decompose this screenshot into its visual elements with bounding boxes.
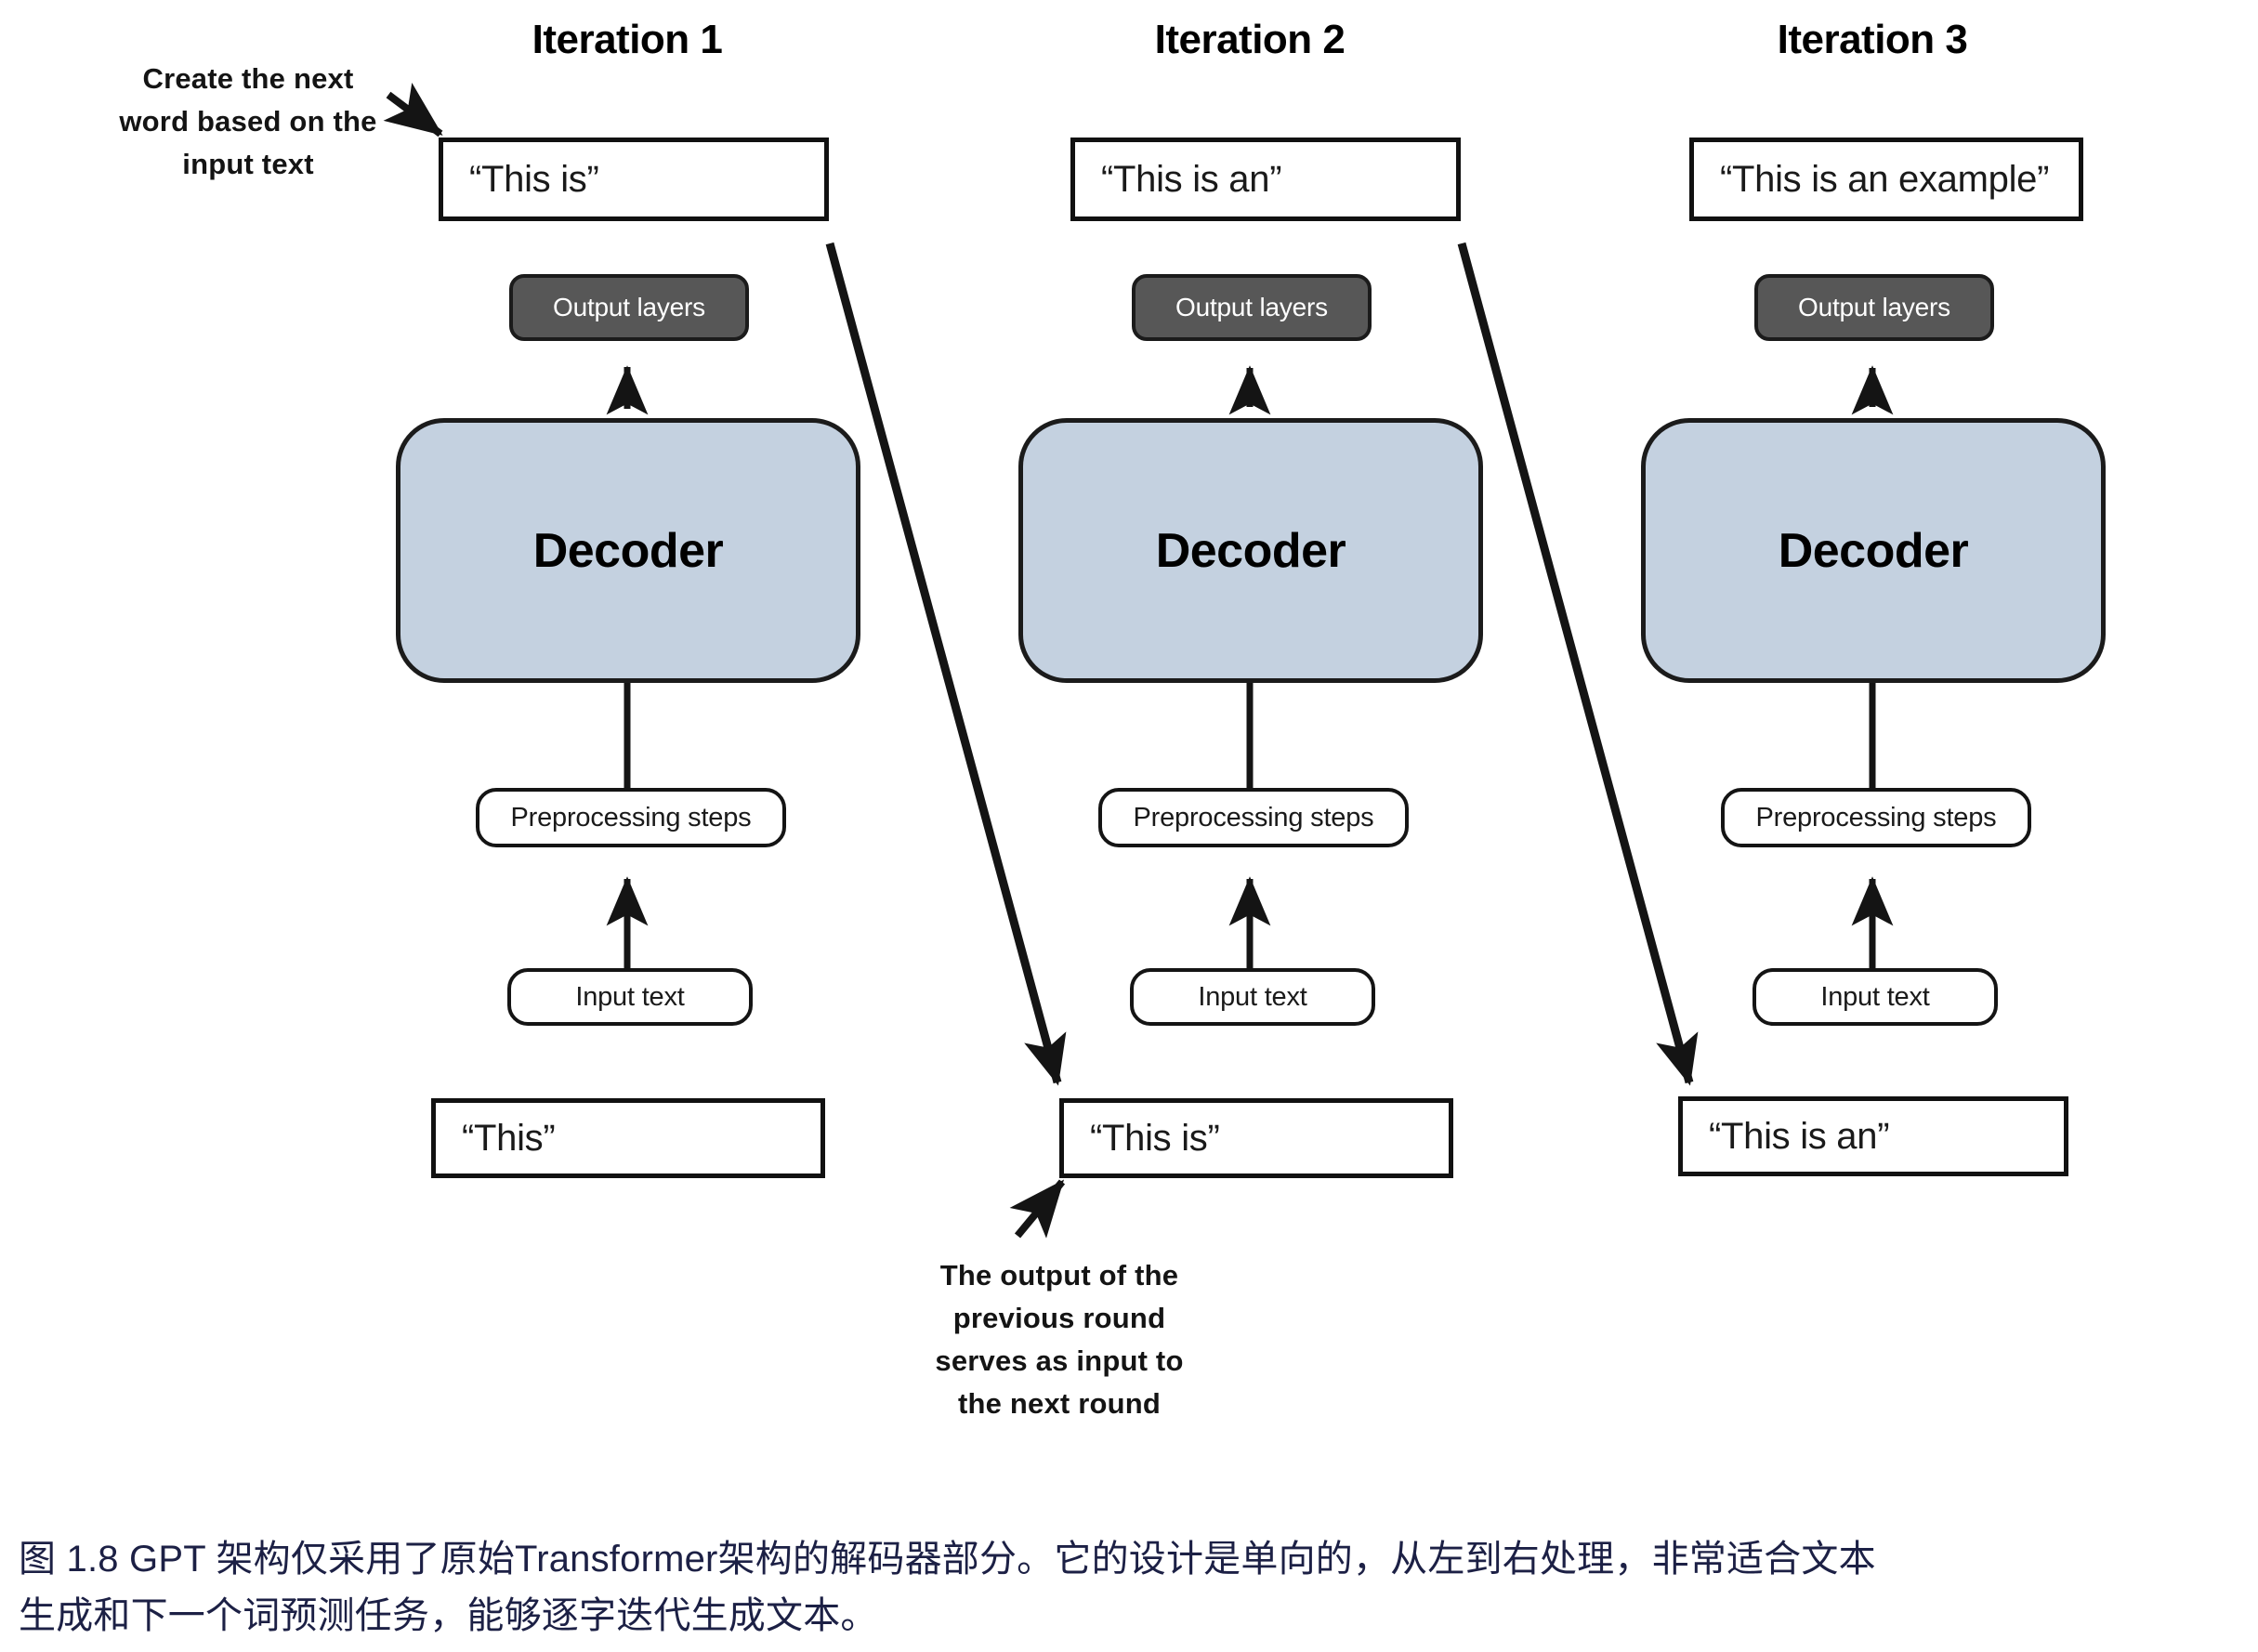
annotation-line: word based on the [119,104,377,138]
input-value-box-iteration-3: “This is an” [1678,1096,2068,1176]
output-text-value: “This is” [469,158,599,200]
input-text-box-iteration-3: Input text [1753,968,1998,1026]
output-layers-box-iteration-2: Output layers [1132,274,1372,341]
output-text-box-iteration-2: “This is an” [1070,138,1461,221]
preprocessing-steps-box-iteration-2: Preprocessing steps [1098,788,1409,847]
input-text-label: Input text [1820,981,1930,1012]
output-text-value: “This is an” [1101,158,1282,200]
annotation-create-next-word: Create the next word based on the input … [113,58,383,186]
input-text-box-iteration-2: Input text [1130,968,1375,1026]
preprocessing-steps-label: Preprocessing steps [1755,802,1997,833]
preprocessing-steps-label: Preprocessing steps [1133,802,1374,833]
input-text-box-iteration-1: Input text [507,968,753,1026]
input-text-label: Input text [575,981,685,1012]
preprocessing-steps-label: Preprocessing steps [510,802,752,833]
input-value-box-iteration-2: “This is” [1059,1098,1453,1178]
decoder-label: Decoder [532,523,724,578]
annotation-line: the next round [957,1386,1162,1420]
input-value: “This is an” [1709,1115,1890,1157]
decoder-box-iteration-2: Decoder [1018,418,1483,683]
carryover-arrow-1-to-2 [825,242,1067,1086]
output-text-box-iteration-3: “This is an example” [1689,138,2083,221]
caption-line-1: 图 1.8 GPT 架构仅采用了原始Transformer架构的解码器部分。它的… [19,1539,1876,1580]
column-title-iteration-1: Iteration 1 [532,17,723,62]
annotation-output-feeds-next: The output of the previous round serves … [915,1254,1203,1425]
input-value: “This” [462,1117,556,1159]
figure-caption: 图 1.8 GPT 架构仅采用了原始Transformer架构的解码器部分。它的… [19,1531,2244,1645]
output-text-value: “This is an example” [1720,158,2050,200]
annotation-arrow-bottom [1009,1179,1066,1239]
output-layers-label: Output layers [553,293,705,321]
output-layers-box-iteration-3: Output layers [1754,274,1994,341]
decoder-label: Decoder [1155,523,1346,578]
annotation-line: serves as input to [935,1344,1184,1377]
decoder-label: Decoder [1778,523,1969,578]
annotation-line: input text [182,147,314,180]
input-value-box-iteration-1: “This” [431,1098,825,1178]
decoder-box-iteration-3: Decoder [1641,418,2106,683]
output-text-box-iteration-1: “This is” [439,138,829,221]
annotation-line: Create the next [142,62,354,95]
decoder-box-iteration-1: Decoder [396,418,860,683]
preprocessing-steps-box-iteration-3: Preprocessing steps [1721,788,2031,847]
caption-line-2: 生成和下一个词预测任务，能够逐字迭代生成文本。 [19,1594,878,1636]
annotation-line: The output of the [939,1259,1179,1291]
preprocessing-steps-box-iteration-1: Preprocessing steps [476,788,786,847]
output-layers-label: Output layers [1175,293,1328,321]
column-title-iteration-3: Iteration 3 [1777,17,1968,62]
annotation-line: previous round [952,1301,1166,1334]
output-layers-label: Output layers [1798,293,1950,321]
input-text-label: Input text [1198,981,1307,1012]
annotation-arrow-top [383,82,443,138]
column-title-iteration-2: Iteration 2 [1154,17,1346,62]
output-layers-box-iteration-1: Output layers [509,274,749,341]
input-value: “This is” [1090,1117,1220,1159]
